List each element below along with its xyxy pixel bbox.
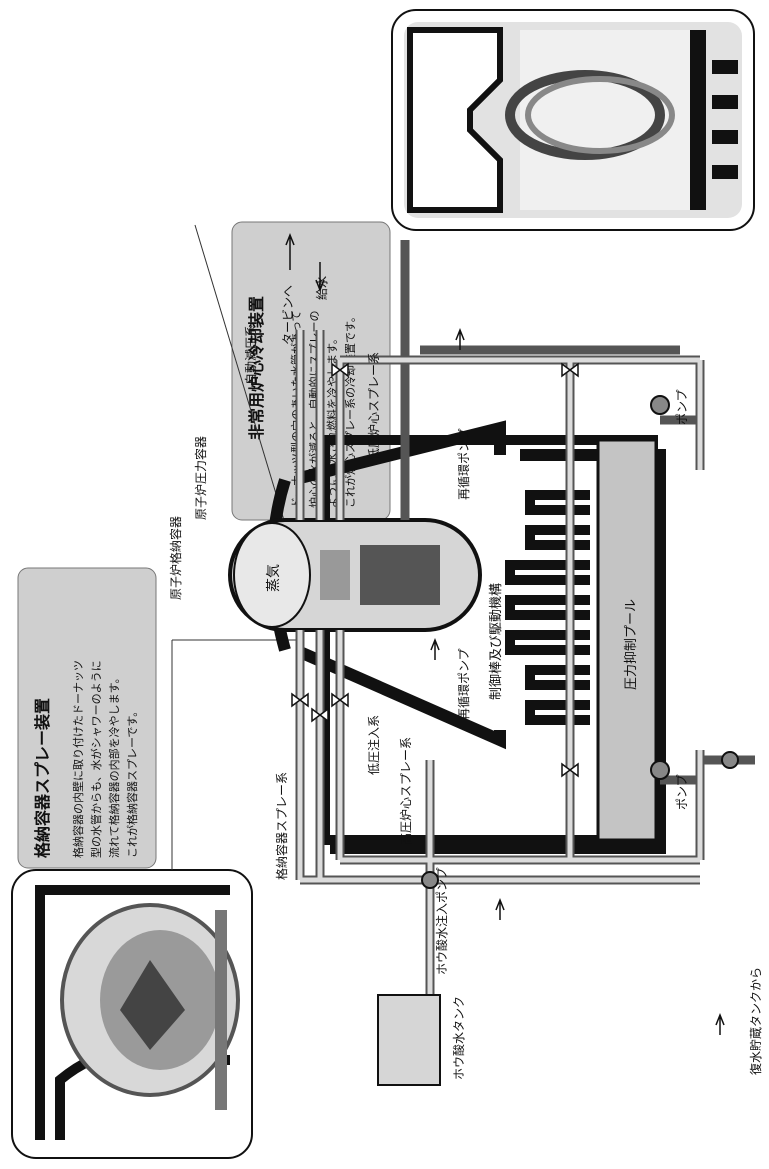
pump-right-symbol [651,396,669,414]
inset-eccs-ring [392,10,754,230]
pressure-vessel-label: 原子炉圧力容器 [193,436,208,520]
pump-right-label: ポンプ [675,389,689,425]
pump-left-label: ポンプ [675,774,689,810]
callout-spray-line-3: 流れて格納容器の内部を冷やします。 [107,672,121,858]
callout-spray-heading: 格納容器スプレー装置 [33,698,52,858]
control-rod-drive-label: 制御棒及び駆動機構 [489,583,504,700]
callout-eccs-line-4: これが炉心スプレー系の冷却装置です。 [343,311,357,508]
steam-label: 蒸気 [266,564,282,592]
auto-depressurization-label: 自動減圧系 [243,325,258,385]
callout-spray-line-4: これが格納容器スプレーです。 [125,706,139,858]
control-rod-drive [510,495,590,720]
to-turbine-label: タービンへ [281,285,295,345]
callout-spray-line-2: 型の水管からも、水がシャワーのように [89,660,103,858]
pump-left-symbol [651,761,669,779]
containment-spray-label: 格納容器スプレー系 [274,772,289,880]
suppression-pool-label: 圧力抑制プール [624,599,639,690]
feedwater-label: 給水 [315,276,329,300]
condensate-tank-label: 復水貯蔵タンクから [748,967,763,1075]
boric-tank [378,995,440,1085]
recirc-pump-upper-label: 再循環ポンプ [457,428,471,500]
lp-injection-label: 低圧注入系 [366,715,381,775]
containment-vessel-label: 原子炉格納容器 [168,516,183,600]
boric-pump-label: ホウ酸水注入ポンプ [434,867,449,975]
callout-spray: 格納容器スプレー装置 格納容器の内壁に取り付けたドーナッツ 型の水管からも、水が… [18,568,156,868]
callout-spray-line-1: 格納容器の内壁に取り付けたドーナッツ [71,660,85,858]
condensate-pump-symbol [722,752,738,768]
inset-containment-spray [12,870,252,1158]
lp-core-spray-label: 低圧炉心スプレー系 [367,352,381,460]
hp-core-spray-label: 高圧炉心スプレー系 [398,737,413,845]
recirc-pump-lower-label: 再循環ポンプ [457,648,471,720]
boric-tank-label: ホウ酸水タンク [451,996,466,1080]
